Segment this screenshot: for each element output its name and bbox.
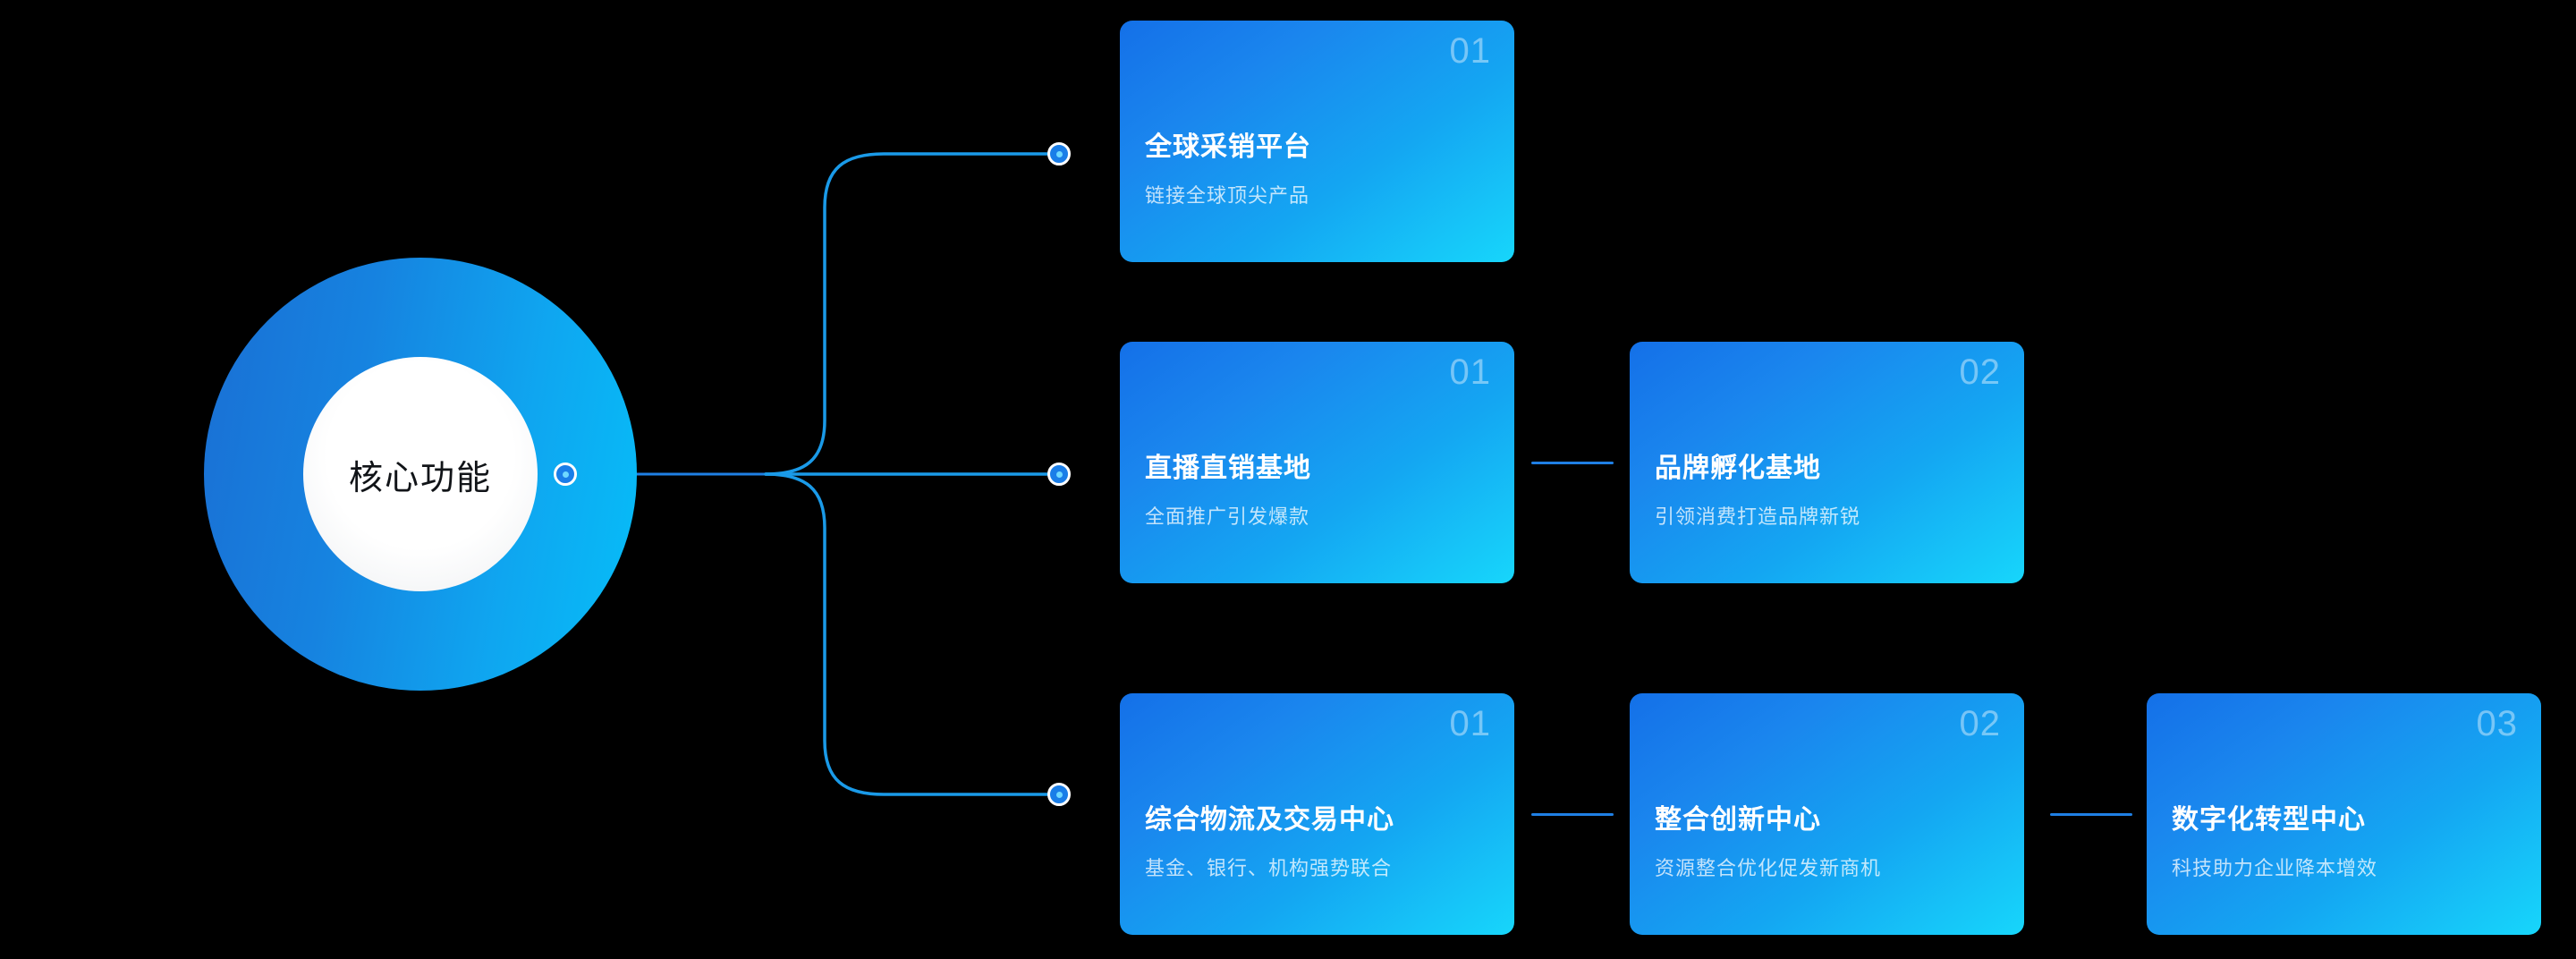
card-row3-col3[interactable]: 03 数字化转型中心 科技助力企业降本增效 xyxy=(2147,693,2541,935)
card-title: 品牌孵化基地 xyxy=(1655,454,1821,483)
card-link-row3-1-2 xyxy=(1531,813,1614,816)
core-hub-label: 核心功能 xyxy=(348,459,492,497)
card-number: 02 xyxy=(1959,352,2001,392)
card-number: 01 xyxy=(1449,704,1491,743)
card-link-row2-1-2 xyxy=(1531,462,1614,464)
card-link-row3-2-3 xyxy=(2050,813,2132,816)
card-number: 02 xyxy=(1959,704,2001,743)
card-row3-col2[interactable]: 02 整合创新中心 资源整合优化促发新商机 xyxy=(1630,693,2024,935)
card-subtitle: 科技助力企业降本增效 xyxy=(2172,857,2378,879)
card-title: 全球采销平台 xyxy=(1145,132,1311,162)
branch-node-1[interactable] xyxy=(1047,142,1071,165)
card-subtitle: 基金、银行、机构强势联合 xyxy=(1145,857,1393,879)
card-row2-col1[interactable]: 01 直播直销基地 全面推广引发爆款 xyxy=(1120,342,1514,583)
branch-line-3 xyxy=(764,472,1055,796)
card-row3-col1[interactable]: 01 综合物流及交易中心 基金、银行、机构强势联合 xyxy=(1120,693,1514,935)
card-row1-col1[interactable]: 01 全球采销平台 链接全球顶尖产品 xyxy=(1120,21,1514,262)
core-hub-inner: 核心功能 xyxy=(303,357,538,591)
card-title: 整合创新中心 xyxy=(1655,805,1821,835)
card-title: 综合物流及交易中心 xyxy=(1145,805,1394,835)
hub-node-dot[interactable] xyxy=(554,463,577,486)
card-row2-col2[interactable]: 02 品牌孵化基地 引领消费打造品牌新锐 xyxy=(1630,342,2024,583)
card-title: 直播直销基地 xyxy=(1145,454,1311,483)
card-subtitle: 资源整合优化促发新商机 xyxy=(1655,857,1882,879)
card-number: 01 xyxy=(1449,31,1491,71)
card-subtitle: 全面推广引发爆款 xyxy=(1145,505,1310,528)
card-subtitle: 引领消费打造品牌新锐 xyxy=(1655,505,1861,528)
branch-line-1 xyxy=(764,152,1055,476)
branch-node-2[interactable] xyxy=(1047,463,1071,486)
card-number: 03 xyxy=(2476,704,2518,743)
branch-node-3[interactable] xyxy=(1047,783,1071,806)
card-subtitle: 链接全球顶尖产品 xyxy=(1145,184,1310,207)
card-title: 数字化转型中心 xyxy=(2172,805,2366,835)
card-number: 01 xyxy=(1449,352,1491,392)
